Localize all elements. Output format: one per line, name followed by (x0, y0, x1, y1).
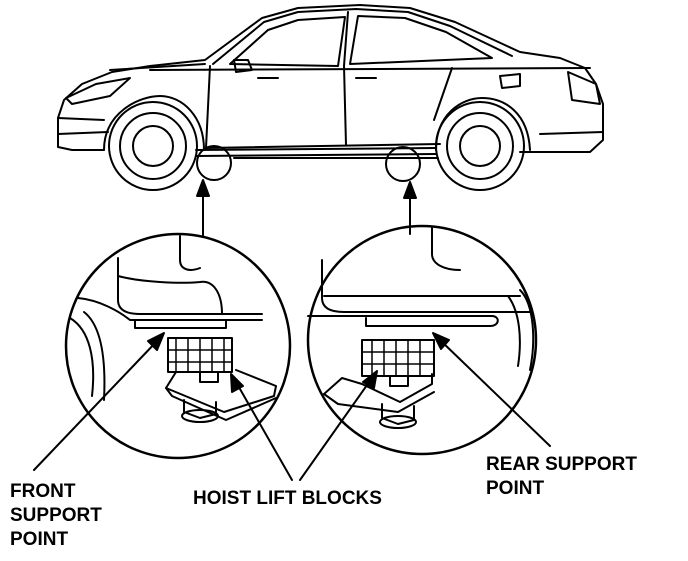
rear-wheel (436, 102, 524, 190)
front-support-arrow (34, 333, 164, 470)
front-label-line: SUPPORT (10, 505, 102, 526)
rear-label-line: POINT (486, 478, 545, 499)
hoist-lift-blocks-label: HOIST LIFT BLOCKS (193, 488, 382, 509)
rear-detail-circle (308, 226, 536, 454)
front-label-line: FRONT (10, 481, 76, 502)
front-lift-point-marker (197, 146, 231, 180)
hoist-lift-blocks-arrows (231, 371, 377, 480)
front-detail-circle (66, 234, 290, 458)
front-label-line: POINT (10, 529, 69, 550)
rear-label-line: REAR SUPPORT (486, 454, 637, 475)
rear-support-point-label: REAR SUPPORT POINT (486, 453, 637, 501)
front-leader-arrow (197, 180, 209, 236)
car-illustration (58, 5, 603, 158)
rear-support-arrow (433, 333, 550, 446)
front-support-point-label: FRONT SUPPORT POINT (10, 480, 102, 552)
rear-lift-point-marker (386, 147, 420, 181)
front-wheel (109, 102, 197, 190)
